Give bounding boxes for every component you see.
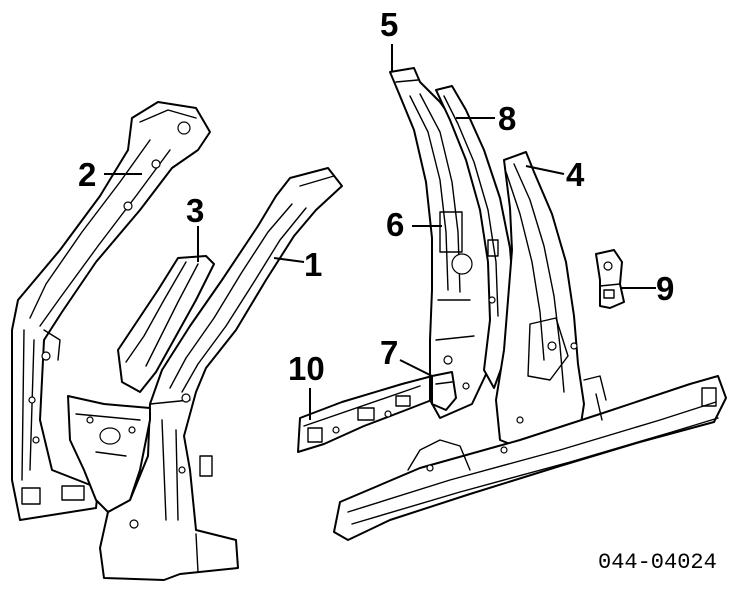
callout-4: 4 bbox=[566, 156, 585, 193]
part-2-front-pillar bbox=[11, 101, 211, 521]
callout-7: 7 bbox=[380, 334, 399, 371]
cowl-panel bbox=[67, 395, 151, 513]
part-4-center-pillar-outer bbox=[495, 151, 585, 449]
callout-5: 5 bbox=[380, 6, 399, 43]
callout-1: 1 bbox=[304, 246, 323, 283]
diagram-code: 044-04024 bbox=[598, 550, 717, 575]
callout-10: 10 bbox=[288, 350, 325, 387]
callout-8: 8 bbox=[498, 100, 517, 137]
side-sill-outer bbox=[333, 375, 727, 541]
part-10-rocker-inner bbox=[297, 373, 443, 453]
part-7-pillar-bracket bbox=[431, 371, 457, 411]
callout-6: 6 bbox=[386, 206, 405, 243]
callout-9: 9 bbox=[656, 270, 675, 307]
part-3-pillar-reinforcement bbox=[117, 255, 215, 393]
callout-2: 2 bbox=[78, 156, 97, 193]
part-9-bracket bbox=[595, 249, 625, 309]
callout-3: 3 bbox=[186, 192, 205, 229]
part-6-center-pillar-inner bbox=[389, 67, 495, 419]
leader-lines bbox=[104, 44, 656, 420]
